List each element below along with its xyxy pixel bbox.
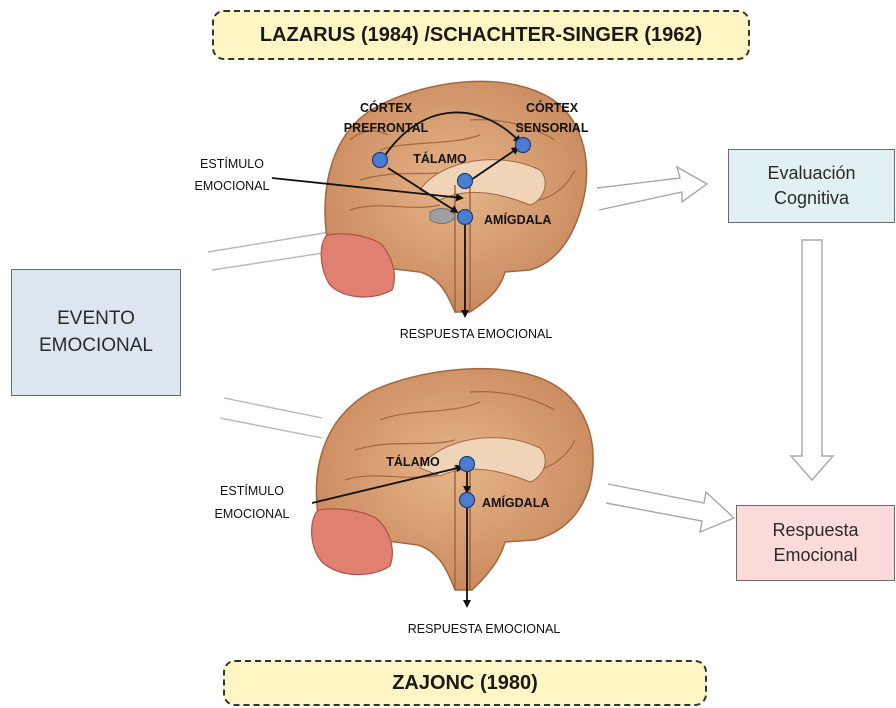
label-estimulo-top-1: ESTÍMULO: [200, 156, 264, 171]
label-cortex-sensorial-2: SENSORIAL: [516, 121, 589, 135]
node-talamo-top: [458, 174, 473, 189]
label-estimulo-bottom-1: ESTÍMULO: [220, 483, 284, 498]
label-amigdala-top: AMÍGDALA: [484, 212, 551, 227]
hollow-arrow-evento-to-top: [208, 232, 330, 270]
node-talamo-bottom: [460, 457, 475, 472]
node-cortex-prefrontal: [373, 153, 388, 168]
node-amigdala-top: [458, 210, 473, 225]
label-amigdala-bottom: AMÍGDALA: [482, 495, 549, 510]
bottom-brain-illustration: [312, 369, 593, 590]
hollow-arrow-evento-to-bottom: [220, 398, 322, 438]
label-talamo-bottom: TÁLAMO: [386, 454, 440, 469]
label-cortex-prefrontal-2: PREFRONTAL: [344, 121, 429, 135]
hollow-arrow-evaluacion-to-respuesta: [791, 240, 833, 480]
node-amigdala-bottom: [460, 493, 475, 508]
label-respuesta-top: RESPUESTA EMOCIONAL: [400, 327, 553, 341]
label-cortex-prefrontal-1: CÓRTEX: [360, 100, 413, 115]
hollow-arrow-top-to-evaluacion: [597, 167, 707, 210]
label-cortex-sensorial-1: CÓRTEX: [526, 100, 579, 115]
label-estimulo-bottom-2: EMOCIONAL: [214, 507, 289, 521]
hollow-arrow-bottom-to-respuesta: [606, 484, 734, 532]
label-respuesta-bottom: RESPUESTA EMOCIONAL: [408, 622, 561, 636]
label-estimulo-top-2: EMOCIONAL: [194, 179, 269, 193]
label-talamo-top: TÁLAMO: [413, 151, 467, 166]
node-cortex-sensorial: [516, 138, 531, 153]
